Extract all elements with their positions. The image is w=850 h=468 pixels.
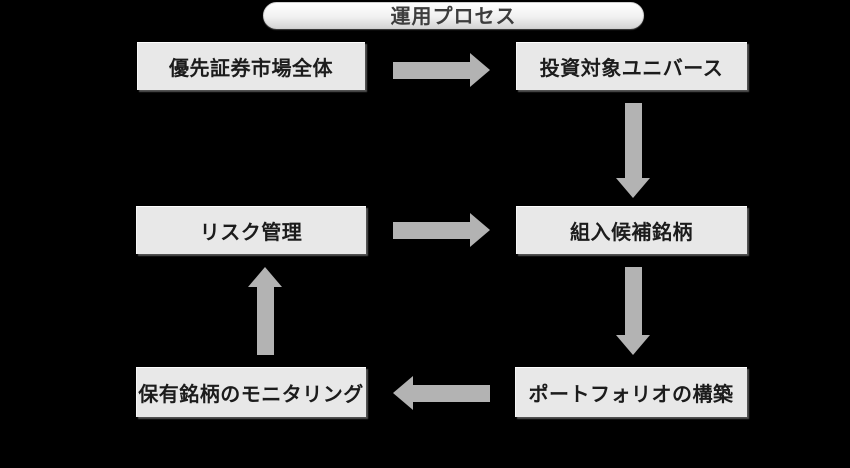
arrow-left-icon [393,376,413,410]
arrow-shaft [413,384,490,402]
node-label: 組入候補銘柄 [570,219,693,244]
arrow-right-icon [470,213,490,247]
node-investment-universe: 投資対象ユニバース [516,42,747,90]
arrow-shaft [624,103,642,178]
arrow-right-icon [470,53,490,87]
arrow-down-icon [616,335,650,355]
arrow-shaft [256,287,274,355]
arrow-shaft [393,221,470,239]
arrow-candidates-to-portfolio [616,267,650,355]
node-label: リスク管理 [199,219,303,244]
arrow-up-icon [248,267,282,287]
node-preferred-securities-market: 優先証券市場全体 [137,42,365,90]
diagram-title-pill: 運用プロセス [263,2,644,29]
arrow-shaft [624,267,642,335]
arrow-down-icon [616,178,650,198]
node-portfolio-construction: ポートフォリオの構築 [515,367,747,417]
node-label: 保有銘柄のモニタリング [138,381,364,406]
arrow-portfolio-to-monitoring [393,376,490,410]
node-label: 優先証券市場全体 [169,55,333,80]
arrow-market-to-universe [393,53,490,87]
node-label: 投資対象ユニバース [539,55,724,80]
node-holdings-monitoring: 保有銘柄のモニタリング [136,367,366,417]
arrow-monitoring-to-risk [248,267,282,355]
node-label: ポートフォリオの構築 [528,381,734,406]
arrow-universe-to-candidates [616,103,650,198]
node-candidate-issues: 組入候補銘柄 [516,206,747,254]
arrow-shaft [393,61,470,79]
diagram-title: 運用プロセス [390,3,517,28]
arrow-risk-to-candidates [393,213,490,247]
node-risk-management: リスク管理 [136,206,366,254]
